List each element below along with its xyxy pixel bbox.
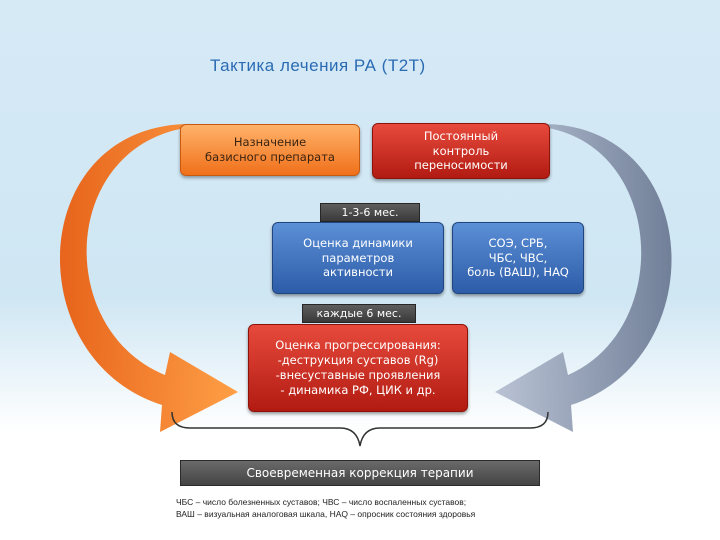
box-basic-therapy: Назначение базисного препарата [180, 124, 360, 176]
footnote: ЧБС – число болезненных суставов; ЧВС – … [176, 496, 596, 521]
box-tolerance-control: Постоянный контроль переносимости [372, 123, 550, 179]
orange-arrow [60, 124, 238, 432]
interval-label-2: каждые 6 мес. [302, 304, 416, 323]
box-progression-assessment: Оценка прогрессирования: -деструкция сус… [248, 324, 468, 412]
footnote-line: ВАШ – визуальная аналоговая шкала, HAQ –… [176, 509, 476, 520]
gray-arrow [495, 124, 672, 432]
therapy-correction-bar: Своевременная коррекция терапии [180, 460, 540, 486]
bottom-bracket [171, 411, 549, 447]
footnote-line: ЧБС – число болезненных суставов; ЧВС – … [176, 497, 467, 507]
interval-label-1: 1-3-6 мес. [320, 203, 420, 222]
box-activity-params: СОЭ, СРБ, ЧБС, ЧВС, боль (ВАШ), HAQ [452, 222, 584, 294]
page-title: Тактика лечения РА (Т2Т) [210, 56, 426, 75]
box-activity-assessment: Оценка динамики параметров активности [272, 222, 444, 294]
